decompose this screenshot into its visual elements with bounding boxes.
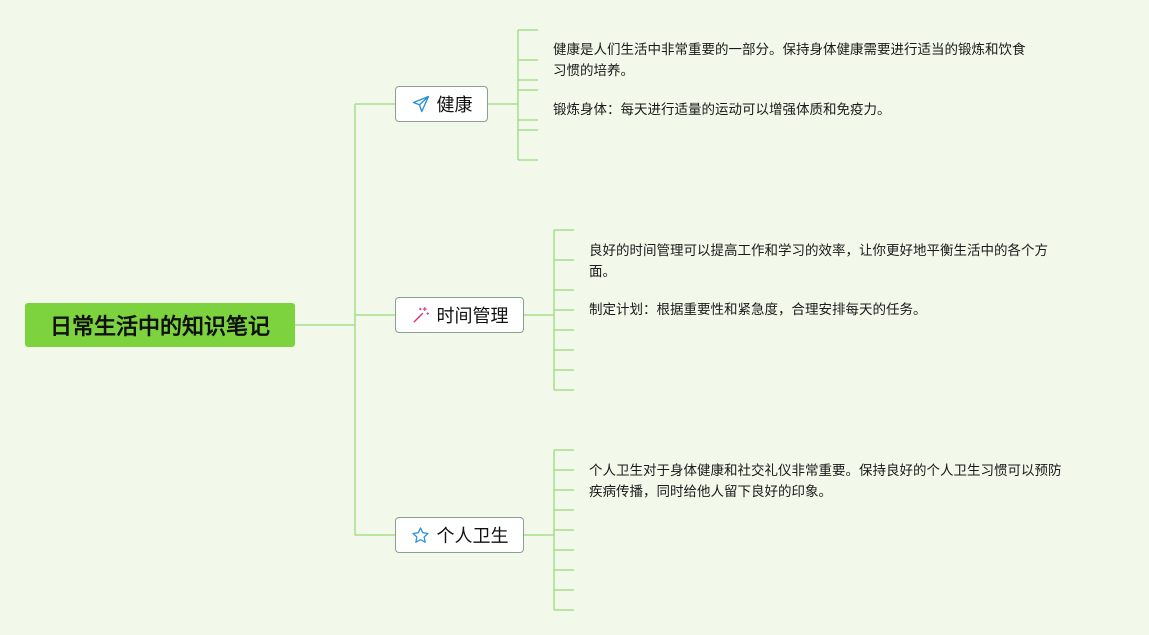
note-health-exercise: 锻炼身体：每天进行适量的运动可以增强体质和免疫力。 xyxy=(553,102,891,118)
branch-hygiene-label: 个人卫生 xyxy=(436,526,509,547)
branch-health-label: 健康 xyxy=(436,95,473,116)
detail-ticks-hygiene xyxy=(554,449,574,611)
branch-health[interactable]: 健康 xyxy=(395,86,488,122)
magic-wand-icon xyxy=(411,305,431,325)
root-title: 日常生活中的知识笔记 xyxy=(49,315,270,340)
star-icon xyxy=(411,525,431,545)
note-time-plan: 制定计划：根据重要性和紧急度，合理安排每天的任务。 xyxy=(589,302,927,318)
root-topic[interactable]: 日常生活中的知识笔记 xyxy=(25,303,295,347)
branch-personal-hygiene[interactable]: 个人卫生 xyxy=(395,517,524,553)
detail-connector-health xyxy=(488,30,519,160)
note-hygiene-intro: 个人卫生对于身体健康和社交礼仪非常重要。保持良好的个人卫生习惯可以预防 疾病传播… xyxy=(589,463,1062,500)
detail-connector-time xyxy=(524,230,555,390)
detail-connector-hygiene xyxy=(524,450,555,610)
note-time-intro: 良好的时间管理可以提高工作和学习的效率，让你更好地平衡生活中的各个方 面。 xyxy=(589,243,1048,280)
paper-plane-icon xyxy=(411,94,431,114)
branch-time-management[interactable]: 时间管理 xyxy=(395,297,524,333)
note-health-intro: 健康是人们生活中非常重要的一部分。保持身体健康需要进行适当的锻炼和饮食 习惯的培… xyxy=(553,42,1026,79)
detail-ticks-health xyxy=(518,29,538,161)
branch-time-label: 时间管理 xyxy=(436,306,509,327)
detail-ticks-time xyxy=(554,229,574,391)
